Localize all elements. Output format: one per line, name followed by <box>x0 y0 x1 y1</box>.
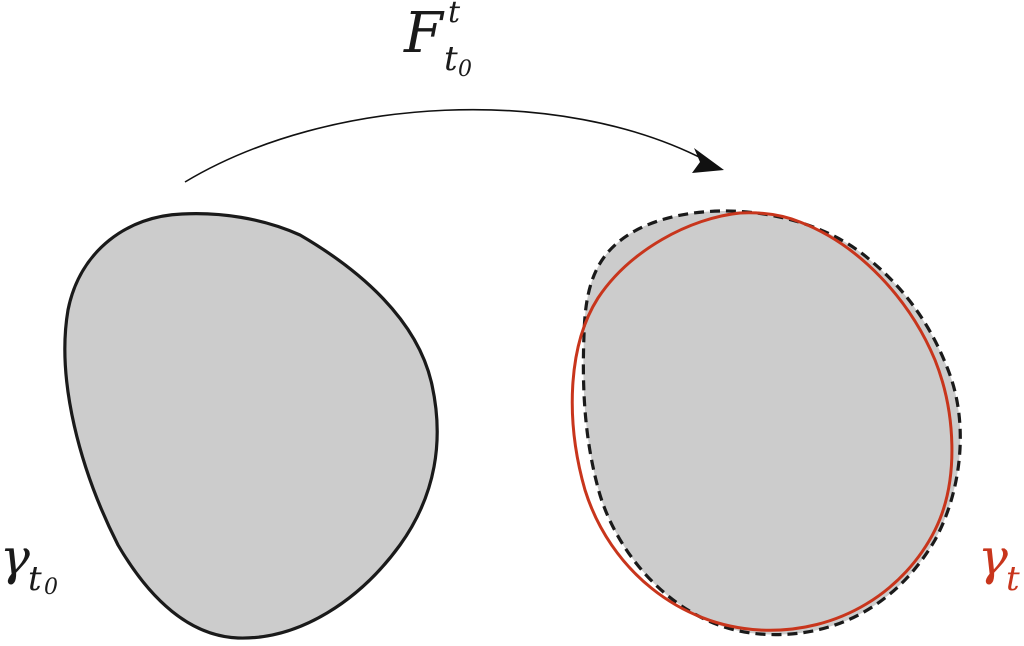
evolved-curve-label: γ <box>978 528 1008 586</box>
flow-arrow <box>184 108 706 183</box>
map-label-sup: t <box>448 0 461 30</box>
map-label-base: F <box>403 1 445 66</box>
map-label-sub: t <box>444 39 458 79</box>
map-label: F <box>403 1 445 66</box>
initial-curve-label-sub: t <box>28 559 42 599</box>
evolved-curve <box>570 211 954 632</box>
arrow-head <box>692 148 724 173</box>
initial-region <box>63 212 439 640</box>
evolved-curve-label-sub: t <box>1006 559 1020 599</box>
initial-curve-label-sub-sub: 0 <box>44 575 58 600</box>
transported-region <box>581 209 962 637</box>
initial-curve-label: γ <box>0 528 30 586</box>
map-label-sub-sub: 0 <box>458 57 472 82</box>
